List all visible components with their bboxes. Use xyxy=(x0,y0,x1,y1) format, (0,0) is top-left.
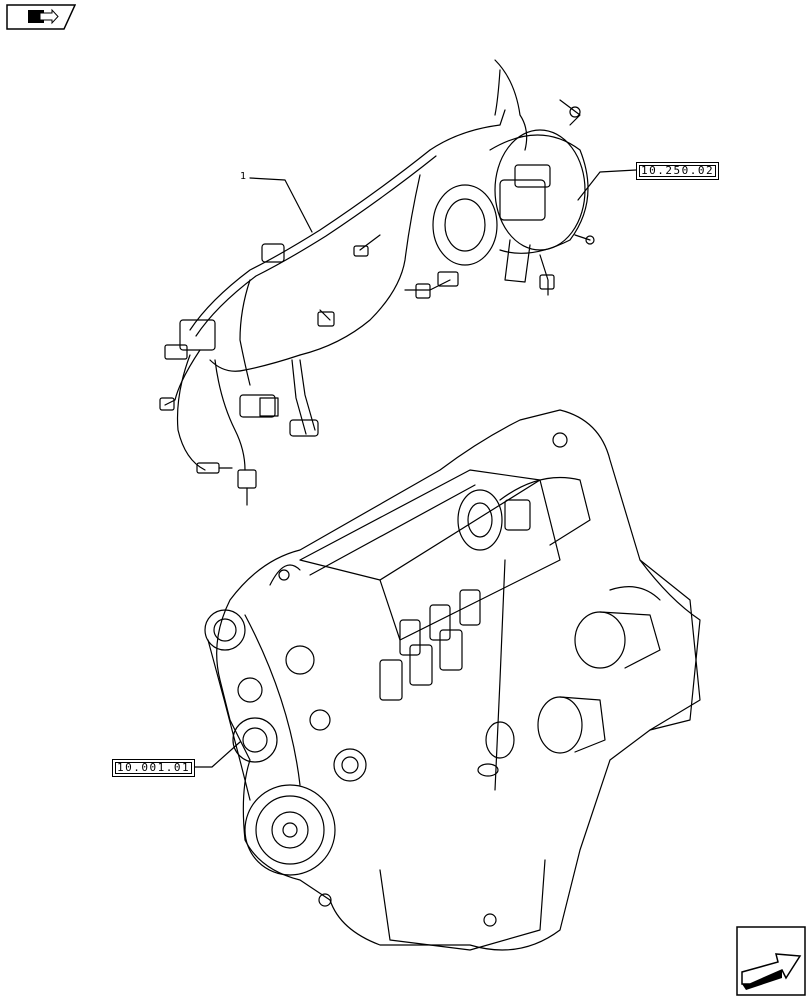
leader-lines xyxy=(177,169,637,768)
wiring-harness xyxy=(159,59,595,506)
reference-label-10-001-01[interactable]: 10.001.01 xyxy=(112,759,196,777)
folder-navigation-badge[interactable] xyxy=(6,4,76,30)
folder-arrow-icon xyxy=(28,8,59,25)
next-page-button[interactable] xyxy=(736,926,806,996)
next-page-arrow-icon xyxy=(741,953,802,990)
reference-label-10-250-02[interactable]: 10.250.02 xyxy=(636,162,720,180)
engine-block xyxy=(204,409,701,951)
callout-number: 1 xyxy=(240,171,247,182)
